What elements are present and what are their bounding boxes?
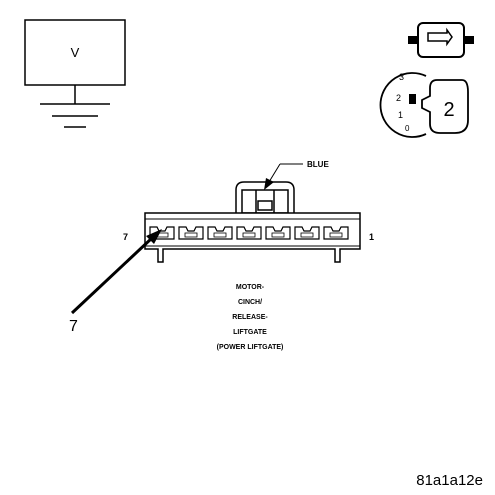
connector-name-line-4: LIFTGATE (233, 329, 267, 336)
pin-right-label: 1 (369, 232, 374, 242)
connector-name-line-5: (POWER LIFTGATE) (217, 344, 284, 351)
connector-cavities (149, 226, 349, 240)
connector-color-label: BLUE (307, 160, 329, 169)
figure-id: 81a1a12e (416, 472, 483, 489)
switch-position-0: 0 (405, 124, 410, 133)
connector-cavity (265, 226, 291, 240)
ignition-switch: 3 2 1 0 2 (379, 72, 469, 138)
switch-position-1: 1 (398, 110, 403, 120)
callout-arrow-icon (146, 229, 162, 244)
pin-callout-line (70, 236, 154, 315)
switch-position-number: 2 (443, 99, 454, 121)
pin-callout-number: 7 (69, 318, 78, 335)
ignition-key-icon (408, 22, 474, 58)
connector-cavity (236, 226, 262, 240)
ground-symbol-icon (40, 85, 110, 128)
connector-name-line-2: CINCH/ (238, 299, 262, 306)
connector-name-line-3: RELEASE- (232, 314, 268, 321)
connector-cavity (178, 226, 204, 240)
switch-position-3: 3 (399, 72, 404, 82)
arrow-head-icon (264, 178, 274, 190)
connector-name-line-1: MOTOR- (236, 284, 265, 291)
switch-position-2: 2 (396, 93, 401, 103)
connector-housing (144, 212, 361, 263)
ignition-switch-dial-icon (379, 72, 469, 138)
voltmeter: V (24, 19, 126, 128)
pin-left-label: 7 (123, 232, 128, 242)
connector: BLUE 7 1 7 MOTOR- CINCH/ RELEASE- (69, 160, 374, 351)
voltmeter-label: V (71, 45, 80, 60)
connector-cavity (294, 226, 320, 240)
connector-cavity (207, 226, 233, 240)
connector-cavity (323, 226, 349, 240)
